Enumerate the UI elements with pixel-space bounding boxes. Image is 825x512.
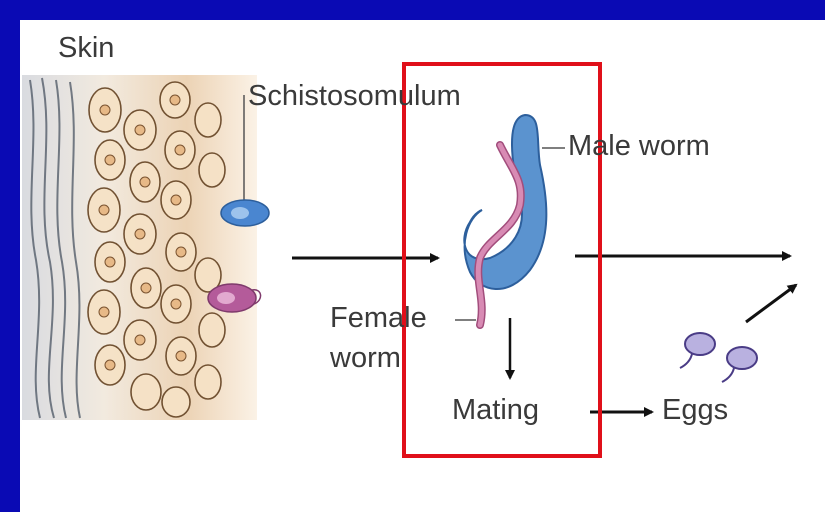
mating-label: Mating [452,394,539,427]
female-worm-label-line1: Female [330,302,427,335]
male-worm-label: Male worm [568,130,710,163]
schistosomulum-label: Schistosomulum [248,80,461,113]
eggs-illustration [680,333,757,382]
skin-tissue [22,75,257,420]
female-worm-label-line2: worm [330,342,401,375]
eggs-label: Eggs [662,394,728,427]
skin-label: Skin [58,32,114,65]
arrow-eggs-up-right [746,285,796,322]
schistosomulum-blue [221,200,269,226]
